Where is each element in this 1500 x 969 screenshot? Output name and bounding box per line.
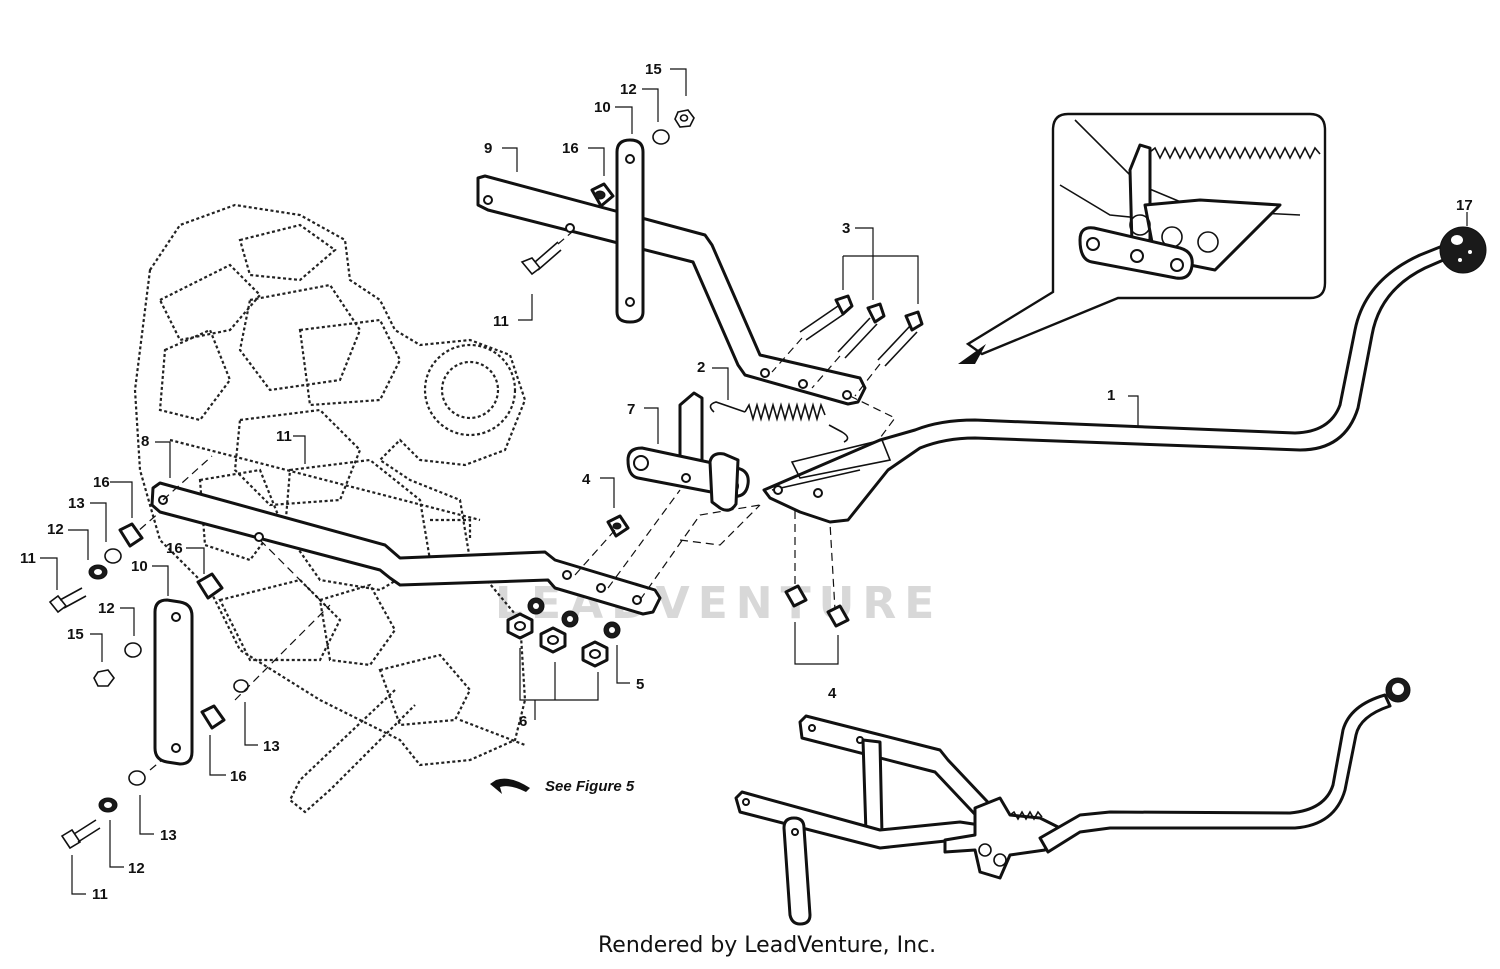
return-spring [709,401,849,443]
lower-nuts [506,612,609,668]
callout-13-left-washer: 13 [68,495,85,512]
upper-bolt [520,231,573,276]
callout-5-star-washers: 5 [636,676,644,693]
link-spacer [606,514,630,538]
callout-4-lower-spacers: 4 [828,685,837,702]
detail-inset [958,112,1327,364]
callout-labels: 1 2 3 4 4 5 6 7 8 9 10 10 11 11 11 11 12… [20,61,1473,903]
bottom-hardware [60,679,249,850]
transmission-housing [133,203,527,814]
left-hardware-stack [48,522,224,687]
callout-12-mid-washer: 12 [98,600,115,617]
main-lower-bracket [150,481,662,616]
see-figure-note: See Figure 5 [545,778,635,795]
pivot-bracket [626,391,750,512]
callout-11-left-bolt: 11 [20,550,36,567]
upper-spacer [590,182,615,208]
callout-10-upper-strap: 10 [594,99,611,116]
callout-12-left-washer: 12 [47,521,64,538]
callout-13-mid-washer: 13 [263,738,280,755]
callout-12-bottom-washer: 12 [128,860,145,877]
callout-13-bottom-washer: 13 [160,827,177,844]
callout-4-spacer: 4 [582,471,591,488]
callout-11-upper-bolt: 11 [493,313,509,330]
upper-nut [674,109,695,128]
callout-16-bottom-spacer: 16 [230,768,247,785]
callout-8-bracket: 8 [141,433,149,450]
callout-2-spring: 2 [697,359,705,376]
callout-16-left-spacer: 16 [93,474,110,491]
star-washers [527,597,621,639]
callout-16-mid-spacer: 16 [166,540,183,557]
callout-15-lower-nut: 15 [67,626,84,643]
callout-10-lower-strap: 10 [131,558,148,575]
upper-strap [615,138,645,324]
callout-9-bracket: 9 [484,140,492,157]
render-credit: Rendered by LeadVenture, Inc. [598,933,936,958]
callout-6-nuts: 6 [519,713,527,730]
callout-1-lever: 1 [1107,387,1115,404]
callout-leaders [40,68,1468,895]
callout-16-upper-spacer: 16 [562,140,579,157]
callout-17-knob: 17 [1456,197,1473,214]
callout-12-upper-washer: 12 [620,81,637,98]
shift-lever [762,226,1487,524]
assembled-view [734,677,1411,926]
callout-7-pivot: 7 [627,401,635,418]
figure-reference-arrow-icon [490,778,530,794]
callout-15-upper-nut: 15 [645,61,662,78]
upper-washer [652,129,670,145]
lower-strap [153,598,194,766]
lower-spacers [784,584,850,628]
callout-11-bottom-bolt: 11 [92,886,108,903]
callout-3-bolts: 3 [842,220,850,237]
upper-mounting-bracket [476,174,867,406]
bolt-set [771,294,924,397]
callout-11-center-bolt: 11 [276,428,292,445]
